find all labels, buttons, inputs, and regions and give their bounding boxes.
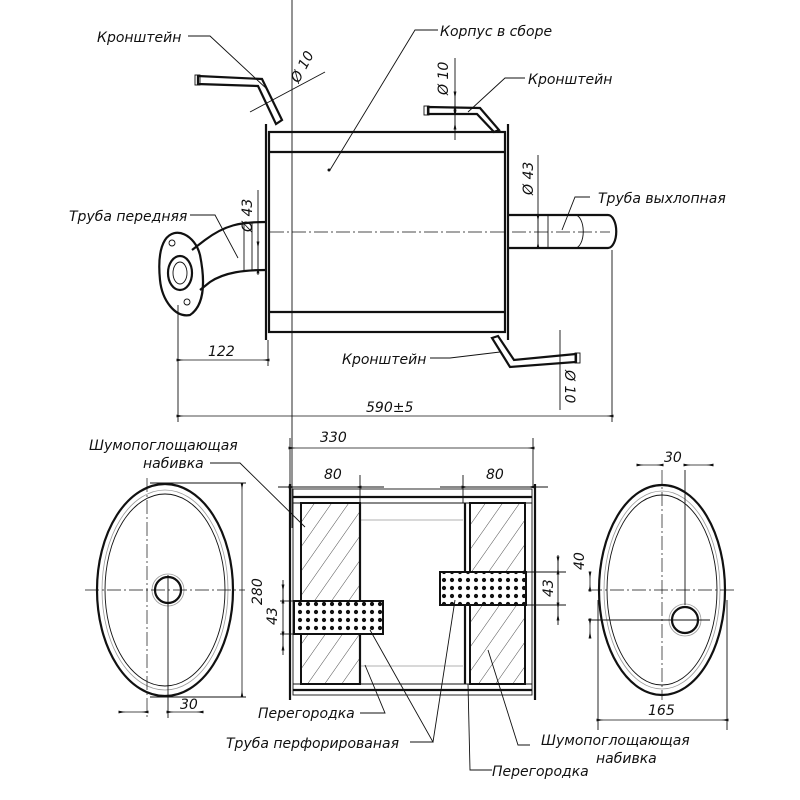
dim-exhaust-pipe-dia: Ø 43 — [521, 162, 537, 196]
dim-width: 165 — [648, 703, 675, 719]
dim-front-pipe-dia: Ø 43 — [240, 199, 256, 233]
left-end-view — [85, 478, 246, 718]
perforated-pipe-right — [439, 571, 527, 606]
label-packing-right-2: набивка — [596, 751, 657, 767]
dim-packing-left-width: 80 — [324, 467, 342, 483]
section-view — [210, 0, 566, 771]
muffler-body — [264, 124, 610, 340]
label-exhaust-pipe: Труба выхлопная — [598, 191, 726, 207]
section-labels: Шумопоглощающая набивка Перегородка Труб… — [89, 438, 690, 780]
front-pipe — [158, 220, 267, 317]
label-bracket-top-right: Кронштейн — [528, 72, 612, 88]
dim-front-offset: 122 — [208, 344, 235, 360]
dim-left-hole-offset: 30 — [180, 697, 198, 713]
dim-pipe-right-dia: 43 — [541, 579, 557, 597]
label-body-assembly: Корпус в сборе — [440, 24, 552, 40]
dim-right-hole-offset-v: 40 — [572, 552, 588, 570]
dim-overall-length: 590±5 — [366, 400, 413, 416]
bracket-top-left — [194, 74, 284, 126]
dim-height: 280 — [250, 578, 266, 605]
dim-packing-right-width: 80 — [486, 467, 504, 483]
label-partition-right: Перегородка — [492, 764, 589, 780]
side-view — [158, 29, 618, 422]
dim-body-length: 330 — [320, 430, 347, 446]
dim-right-hole-offset-h: 30 — [664, 450, 682, 466]
dim-pipe-left-dia: 43 — [265, 607, 281, 625]
exhaust-pipe — [508, 213, 618, 250]
dim-bracket-tr-dia: Ø 10 — [436, 62, 452, 96]
label-packing-left-2: набивка — [143, 456, 204, 472]
right-end-view — [588, 463, 735, 730]
flange — [158, 231, 205, 317]
label-bracket-bottom: Кронштейн — [342, 352, 426, 368]
dim-bracket-b-dia: Ø 10 — [561, 369, 577, 403]
bracket-top-right — [423, 105, 501, 134]
label-perforated-pipe: Труба перфорированая — [226, 736, 399, 752]
bracket-bottom — [490, 334, 581, 369]
perforated-pipe-left — [293, 600, 384, 635]
label-packing-right-1: Шумопоглощающая — [541, 733, 690, 749]
label-packing-left-1: Шумопоглощающая — [89, 438, 238, 454]
label-partition-left: Перегородка — [258, 706, 355, 722]
packing-left — [300, 502, 361, 685]
side-view-labels: Кронштейн Корпус в сборе Кронштейн Труба… — [69, 24, 726, 416]
label-front-pipe: Труба передняя — [69, 209, 187, 225]
label-bracket-top-left: Кронштейн — [97, 30, 181, 46]
